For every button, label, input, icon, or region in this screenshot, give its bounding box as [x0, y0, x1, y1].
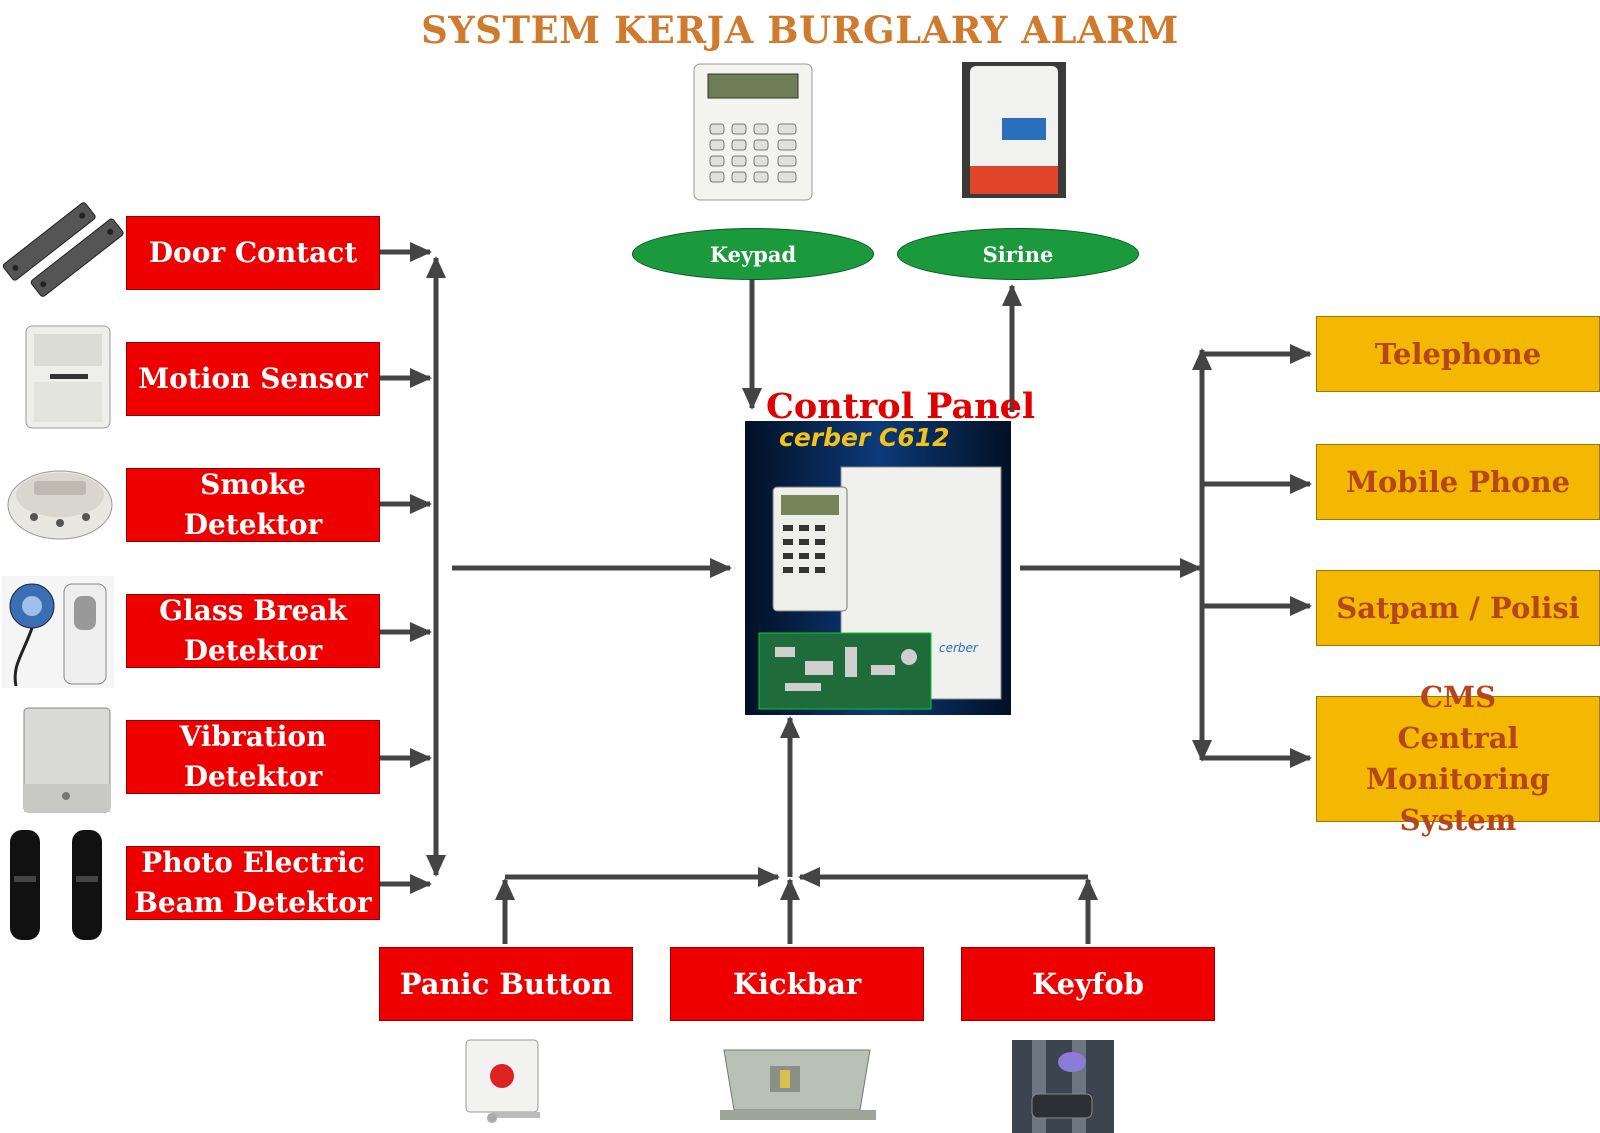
output-label: Telephone: [1374, 336, 1542, 371]
trigger-panic-button: Panic Button: [379, 947, 633, 1021]
output-label: Mobile Phone: [1345, 464, 1571, 499]
glass-break-detector-icon: [2, 576, 114, 688]
detector-label: Photo Electric Beam Detektor: [134, 846, 372, 919]
detector-door-contact: Door Contact: [126, 216, 380, 290]
detector-label: Smoke Detektor: [183, 468, 323, 541]
detector-motion-sensor: Motion Sensor: [126, 342, 380, 416]
keypad-oval: Keypad: [632, 228, 874, 280]
detector-photo-beam: Photo Electric Beam Detektor: [126, 846, 380, 920]
control-panel-graphic: [745, 421, 1011, 715]
output-label: CMS Central Monitoring System: [1366, 680, 1550, 837]
trigger-kickbar: Kickbar: [670, 947, 924, 1021]
trigger-label: Panic Button: [399, 967, 613, 1001]
vibration-detector-icon: [23, 707, 111, 813]
control-panel-label: Control Panel: [766, 386, 1036, 427]
control-panel-model: cerber C612: [779, 423, 950, 452]
detector-vibration: Vibration Detektor: [126, 720, 380, 794]
sirine-oval: Sirine: [897, 228, 1139, 280]
detector-glass-break: Glass Break Detektor: [126, 594, 380, 668]
control-panel-brand: cerber: [939, 641, 978, 655]
keyfob-icon: [1012, 1040, 1114, 1133]
output-cms: CMS Central Monitoring System: [1316, 680, 1600, 837]
trigger-label: Keyfob: [1032, 967, 1144, 1001]
trigger-keyfob: Keyfob: [961, 947, 1215, 1021]
diagram-title: SYSTEM KERJA BURGLARY ALARM: [421, 8, 1179, 52]
photo-beam-detector-icon: [10, 830, 102, 940]
sirine-label: Sirine: [982, 241, 1054, 267]
trigger-label: Kickbar: [732, 967, 862, 1001]
smoke-detector-icon: [7, 470, 113, 540]
keypad-icon: [693, 63, 813, 201]
detector-label: Glass Break Detektor: [159, 594, 347, 667]
output-label: Satpam / Polisi: [1336, 590, 1580, 625]
output-satpam-polisi: Satpam / Polisi: [1316, 570, 1600, 646]
detector-label: Door Contact: [148, 236, 358, 269]
panic-button-icon: [465, 1039, 540, 1123]
siren-icon: [962, 62, 1066, 198]
pir-motion-sensor-icon: [25, 325, 111, 429]
detector-label: Vibration Detektor: [179, 720, 327, 793]
output-mobile-phone: Mobile Phone: [1316, 444, 1600, 520]
output-telephone: Telephone: [1316, 316, 1600, 392]
keypad-label: Keypad: [709, 241, 797, 267]
detector-smoke: Smoke Detektor: [126, 468, 380, 542]
control-panel-image: cerber C612 cerber: [745, 421, 1011, 715]
kickbar-icon: [720, 1049, 876, 1120]
detector-label: Motion Sensor: [138, 362, 368, 395]
door-contact-sensor-icon: [2, 202, 124, 297]
